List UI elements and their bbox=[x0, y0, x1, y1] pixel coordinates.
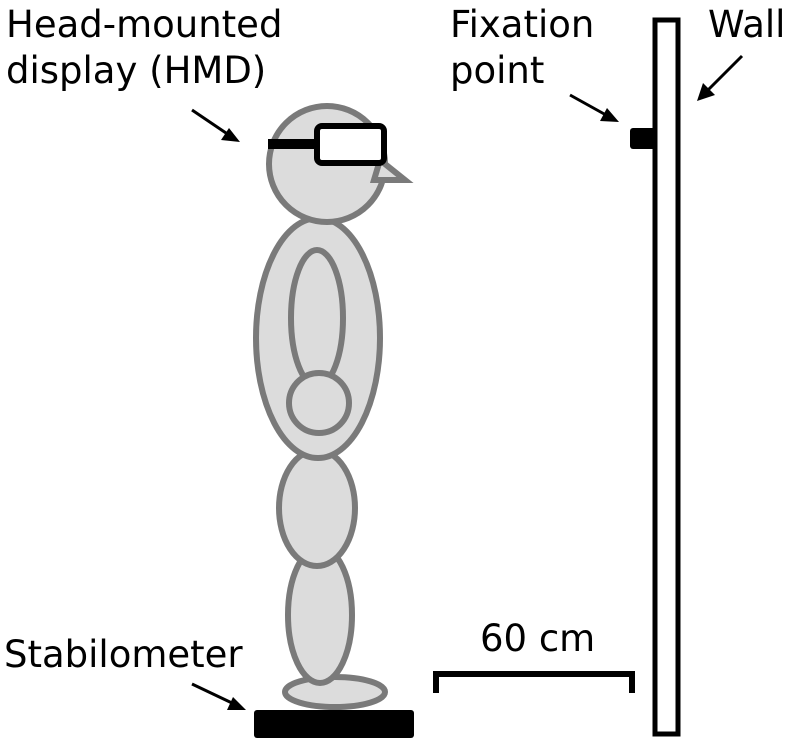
hmd-strap bbox=[268, 139, 320, 149]
wall-label: Wall bbox=[708, 3, 786, 46]
pointer-arrows bbox=[191, 54, 744, 710]
stabilometer-arrow bbox=[191, 682, 246, 710]
distance-label: 60 cm bbox=[480, 617, 596, 660]
fixation-arrow bbox=[569, 93, 619, 122]
fixation-point-label: Fixation point bbox=[450, 2, 594, 94]
fixation-point-marker bbox=[630, 128, 656, 149]
upper-leg bbox=[276, 447, 358, 569]
fixation-label-line1: Fixation bbox=[450, 3, 595, 46]
hand bbox=[286, 370, 352, 436]
fixation-label-line2: point bbox=[450, 49, 545, 92]
hmd-label-line2: display (HMD) bbox=[6, 49, 267, 92]
arm bbox=[288, 247, 346, 389]
foot bbox=[282, 674, 388, 710]
distance-bracket bbox=[433, 671, 635, 693]
stabilometer-label: Stabilometer bbox=[4, 633, 243, 676]
hmd-arrow bbox=[191, 108, 240, 142]
stabilometer-platform bbox=[254, 710, 414, 738]
human-figure bbox=[253, 103, 414, 710]
hmd-label-line1: Head-mounted bbox=[6, 3, 283, 46]
hmd-label: Head-mounted display (HMD) bbox=[6, 2, 282, 94]
hmd-device bbox=[268, 123, 387, 166]
wall-arrow bbox=[697, 54, 744, 101]
wall bbox=[652, 17, 681, 737]
hmd-goggles bbox=[314, 123, 387, 166]
